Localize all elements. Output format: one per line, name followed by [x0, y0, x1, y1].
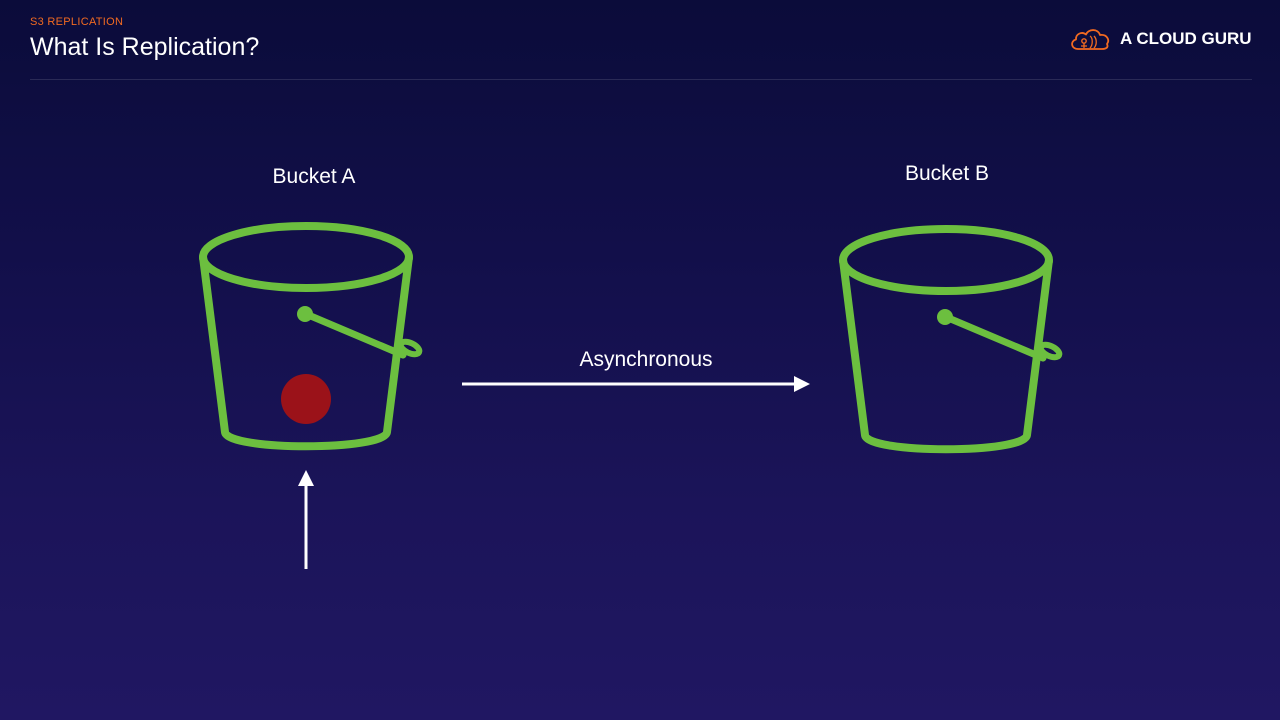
- bucket-b: Bucket B: [843, 162, 1061, 449]
- replicated-object: [281, 374, 331, 424]
- upload-arrow: [298, 470, 314, 569]
- bucket-a-label: Bucket A: [273, 165, 356, 188]
- slide-header: S3 REPLICATION What Is Replication?: [30, 0, 1252, 80]
- cloud-guru-logo-icon: [1071, 29, 1110, 50]
- brand-logo: A CLOUD GURU: [1068, 24, 1252, 54]
- page-title: What Is Replication?: [30, 33, 260, 61]
- replication-label: Asynchronous: [579, 348, 712, 371]
- bucket-a: Bucket A: [203, 165, 421, 446]
- section-label: S3 REPLICATION: [30, 16, 124, 28]
- bucket-icon: [843, 229, 1061, 449]
- arrow-up-icon: [298, 470, 314, 569]
- replication-arrow: Asynchronous: [462, 348, 810, 392]
- arrow-right-icon: [462, 376, 810, 392]
- header-divider: [30, 79, 1252, 80]
- brand-name: A CLOUD GURU: [1120, 29, 1252, 48]
- bucket-b-label: Bucket B: [905, 162, 989, 185]
